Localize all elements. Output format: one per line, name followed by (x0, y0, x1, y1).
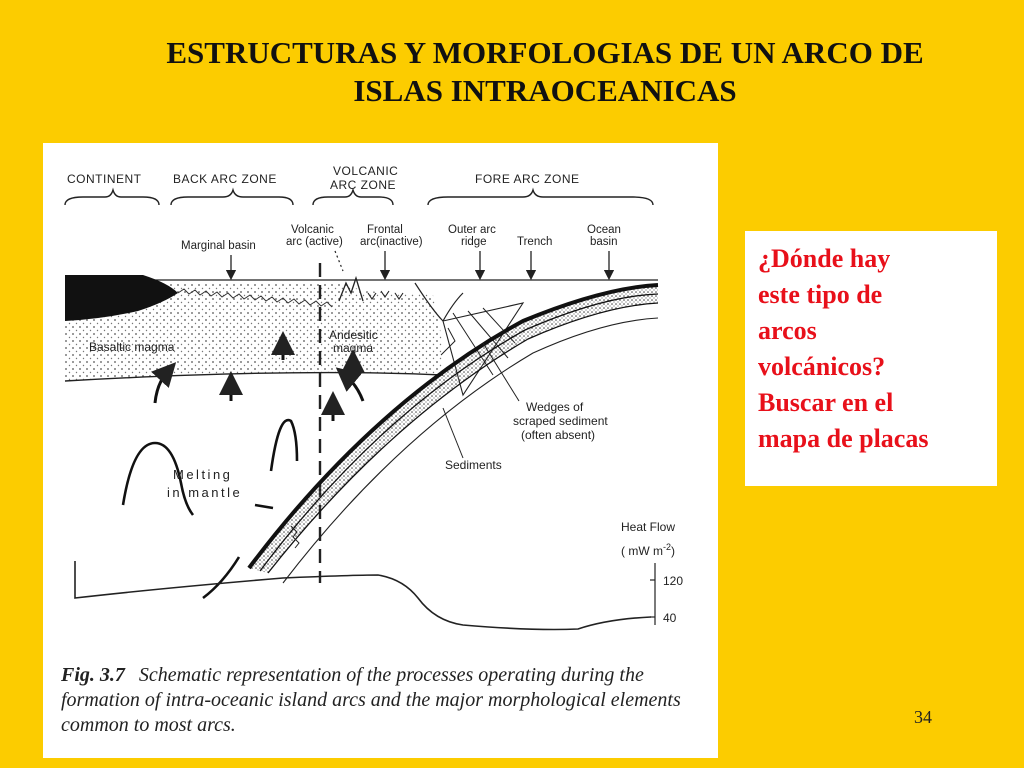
question-line-3: arcos (758, 316, 817, 345)
continent-block (65, 275, 178, 321)
mantle-plumes (121, 418, 299, 600)
basaltic-magma-label: Basaltic magma (89, 340, 175, 354)
frontal-inactive-label-2: arc(inactive) (360, 236, 423, 248)
zone-braces (64, 187, 654, 206)
heat-flow-tick-120: 120 (663, 574, 683, 588)
subducting-slab (247, 283, 659, 584)
volcanic-arc-peaks (338, 275, 364, 302)
heat-flow-profile-line (74, 561, 652, 631)
outer-arc-label-2: ridge (461, 236, 487, 248)
sediment-pointer (440, 327, 456, 356)
figure-panel: CONTINENT BACK ARC ZONE VOLCANIC ARC ZON… (43, 143, 718, 758)
question-line-6: mapa de placas (758, 424, 929, 453)
marginal-basin-label: Marginal basin (181, 240, 256, 252)
question-line-1: ¿Dónde hay (758, 244, 891, 273)
outer-arc-label-1: Outer arc (448, 224, 496, 236)
wedges-label-3: (often absent) (521, 428, 595, 442)
melting-label-1: Melting (173, 467, 232, 482)
question-box: ¿Dónde hay este tipo de arcos volcánicos… (745, 231, 997, 486)
title-line-2: ISLAS INTRAOCEANICAS (353, 73, 737, 108)
title-line-1: ESTRUCTURAS Y MORFOLOGIAS DE UN ARCO DE (166, 35, 924, 70)
question-line-4: volcánicos? (758, 352, 886, 381)
figure-caption-text: Schematic representation of the processe… (61, 664, 681, 736)
seafloor-ragged (177, 288, 333, 308)
page-number: 34 (914, 707, 932, 727)
zone-volcanic-arc-label-1: VOLCANIC (333, 164, 398, 178)
leader-lines (442, 342, 520, 459)
zone-fore-arc-label: FORE ARC ZONE (475, 172, 580, 186)
magma-arrows (151, 331, 365, 421)
volcanic-active-label-2: arc (active) (286, 236, 343, 248)
heat-flow-title: Heat Flow (621, 520, 675, 534)
heat-flow-units: ( mW m-2) (621, 542, 675, 558)
ocean-basin-label-1: Ocean (587, 224, 621, 236)
zone-volcanic-arc-label-2: ARC ZONE (330, 178, 396, 192)
sediments-label: Sediments (445, 458, 502, 472)
heat-flow-tick-40: 40 (663, 611, 677, 625)
melting-label-2: in mantle (167, 485, 242, 500)
figure-number: Fig. 3.7 (61, 664, 125, 686)
wedges-label-1: Wedges of (526, 400, 584, 414)
volcanic-pointer (334, 250, 344, 272)
ocean-basin-label-2: basin (590, 236, 618, 248)
question-line-5: Buscar en el (758, 388, 894, 417)
wedges-label-2: scraped sediment (513, 414, 608, 428)
heat-flow-chart: Heat Flow ( mW m-2) 120 40 (74, 520, 683, 631)
zone-back-arc-label: BACK ARC ZONE (173, 172, 277, 186)
frontal-arc-marks (367, 290, 404, 300)
zone-continent-label: CONTINENT (67, 172, 142, 186)
crust-base-line (64, 371, 444, 382)
question-line-2: este tipo de (758, 280, 883, 309)
andesitic-magma-label-2: magma (333, 341, 373, 355)
arc-diagram: CONTINENT BACK ARC ZONE VOLCANIC ARC ZON… (64, 164, 683, 631)
feature-pointers (225, 251, 615, 281)
andesitic-magma-label-1: Andesitic (329, 328, 378, 342)
trench-label: Trench (517, 236, 552, 248)
slide-title: ESTRUCTURAS Y MORFOLOGIAS DE UN ARCO DE … (100, 34, 990, 110)
frontal-inactive-label-1: Frontal (367, 224, 403, 236)
volcanic-active-label-1: Volcanic (291, 224, 334, 236)
